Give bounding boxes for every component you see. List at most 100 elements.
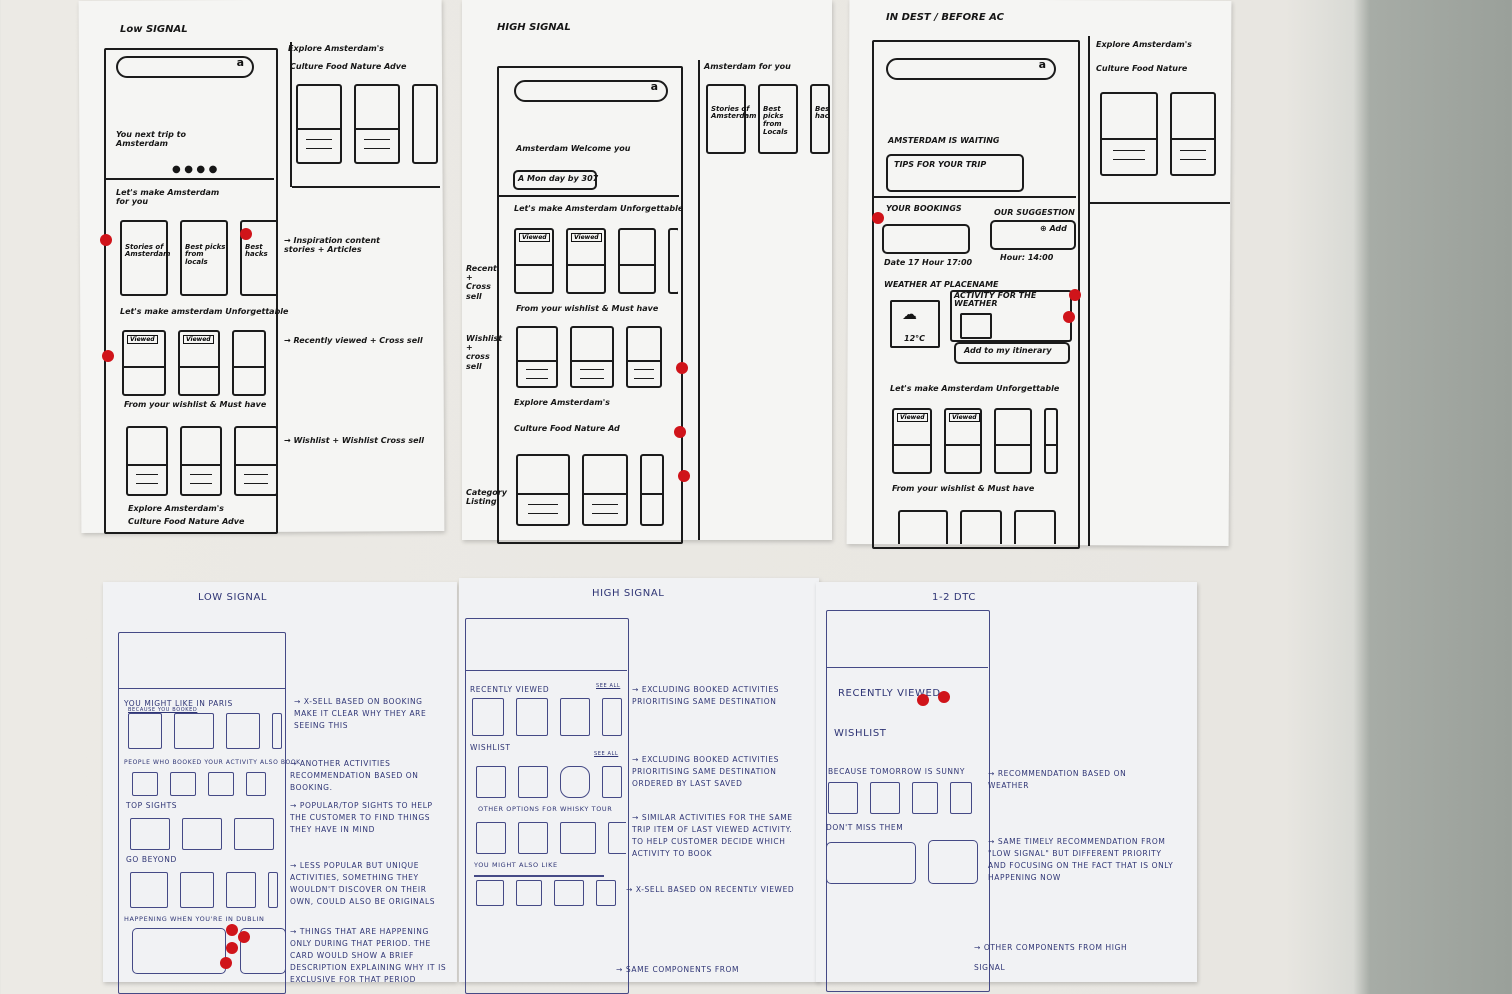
sketch-card [602, 698, 622, 736]
red-sticker-dot [220, 957, 232, 969]
sketch-card [1170, 92, 1216, 176]
section-title: From your wishlist & Must have [516, 304, 659, 313]
sketch-card [472, 698, 504, 736]
sketch-card [618, 228, 656, 294]
see-all-link: SEE ALL [596, 683, 621, 689]
sketch-card: Best picks from Locals [758, 84, 798, 154]
sketch-card [626, 326, 662, 388]
card-row [472, 698, 626, 736]
red-sticker-dot [938, 691, 950, 703]
sketch-card [554, 880, 584, 906]
section-title: Explore Amsterdam's [514, 398, 610, 407]
section-title: Let's make Amsterdam for you [116, 188, 220, 207]
red-sticker-dot [872, 212, 884, 224]
search-bar: a [514, 80, 668, 102]
sketch-card [272, 713, 282, 749]
sketch-card: Viewed [514, 228, 554, 294]
side-title: Explore Amsterdam's [288, 44, 384, 53]
divider [1090, 202, 1230, 204]
divider [826, 667, 988, 668]
day-chip-label: A Mon day by 307 [518, 174, 599, 183]
sketch-card [516, 880, 542, 906]
sketch-card [412, 84, 438, 164]
card-label: Best picks from locals [185, 242, 226, 266]
card-row [828, 782, 986, 814]
add-to-itinerary-button [954, 342, 1070, 364]
sketch-card [128, 713, 162, 749]
section-title: From your wishlist & Must have [892, 484, 1035, 493]
annotation: Category Listing [466, 488, 507, 507]
sketch-card [950, 782, 972, 814]
side-categories: Culture Food Nature Adve [290, 62, 407, 71]
divider [1088, 36, 1090, 546]
card-label: Best hacks [245, 242, 268, 259]
see-all-link: SEE ALL [594, 751, 619, 757]
event-card [132, 928, 226, 974]
card-row [898, 510, 1068, 544]
suggestion-time: Hour: 14:00 [1000, 253, 1054, 262]
divider [499, 195, 679, 197]
event-card [240, 928, 286, 974]
sketch-card [518, 766, 548, 798]
sketch-card: Stories of Amsterdam [706, 84, 756, 154]
booking-time: Date 17 Hour 17:00 [884, 258, 973, 267]
card-row [476, 880, 626, 906]
section-title: YOU MIGHT ALSO LIKE [474, 861, 558, 869]
red-sticker-dot [238, 931, 250, 943]
section-title: Let's make Amsterdam Unforgettable [890, 384, 1060, 393]
card-row: Viewed Viewed [514, 228, 678, 294]
annotation: → EXCLUDING BOOKED ACTIVITIES PRIORITISI… [632, 685, 780, 706]
sheet-title: LOW SIGNAL [198, 592, 268, 603]
annotation: Recent + Cross sell [466, 264, 497, 301]
section-subtitle: BECAUSE YOU BOOKED [128, 707, 198, 713]
add-to-itinerary-label: Add to my itinerary [964, 346, 1052, 355]
sketch-card [476, 880, 504, 906]
section-title: Let's make amsterdam Unforgettable [120, 307, 289, 316]
sketch-card [518, 822, 548, 854]
tips-card [886, 154, 1024, 192]
card-row [516, 326, 678, 388]
divider [874, 196, 1076, 198]
sketch-card [234, 426, 276, 496]
annotation: → ANOTHER ACTIVITIES RECOMMENDATION BASE… [290, 759, 419, 792]
card-row: Stories of Amsterdam Best picks from loc… [120, 220, 276, 296]
annotation: → OTHER COMPONENTS FROM HIGH SIGNAL [974, 943, 1128, 972]
section-title: RECENTLY VIEWED [470, 685, 550, 694]
side-categories: Culture Food Nature [1096, 64, 1188, 73]
red-sticker-dot [1063, 311, 1075, 323]
phone-frame [497, 66, 683, 544]
divider [106, 178, 274, 180]
card-row [296, 84, 438, 164]
add-button: ⊕ Add [1040, 224, 1067, 233]
card-row [130, 872, 284, 908]
red-sticker-dot [226, 942, 238, 954]
divider [465, 670, 627, 671]
card-row [476, 766, 626, 798]
sketch-card [582, 454, 628, 526]
section-title: WISHLIST [834, 728, 887, 739]
sketch-card [516, 698, 548, 736]
red-sticker-dot [102, 350, 114, 362]
weather-card [890, 300, 940, 348]
annotation: → X-SELL BASED ON BOOKING MAKE IT CLEAR … [294, 697, 427, 730]
sketch-card [668, 228, 678, 294]
annotation: → Wishlist + Wishlist Cross sell [284, 436, 425, 445]
sketch-card [1014, 510, 1056, 544]
sketch-card [246, 772, 266, 796]
sketch-card [870, 782, 900, 814]
section-title: HAPPENING WHEN YOU'RE IN DUBLIN [124, 915, 265, 923]
card-row [130, 818, 284, 850]
section-title: GO BEYOND [126, 855, 177, 864]
category-tabs: Culture Food Nature Ad [514, 424, 620, 433]
annotation: → EXCLUDING BOOKED ACTIVITIES PRIORITISI… [632, 755, 780, 788]
red-sticker-dot [100, 234, 112, 246]
hero-text: Amsterdam Welcome you [516, 144, 631, 153]
sketch-card [640, 454, 664, 526]
sketch-card [130, 872, 168, 908]
divider [292, 186, 440, 188]
sketch-card [570, 326, 614, 388]
sketch-card [132, 772, 158, 796]
section-title: RECENTLY VIEWED [838, 688, 941, 699]
annotation: → RECOMMENDATION BASED ON WEATHER [988, 769, 1127, 790]
sheet-title: 1-2 DTC [932, 592, 976, 603]
